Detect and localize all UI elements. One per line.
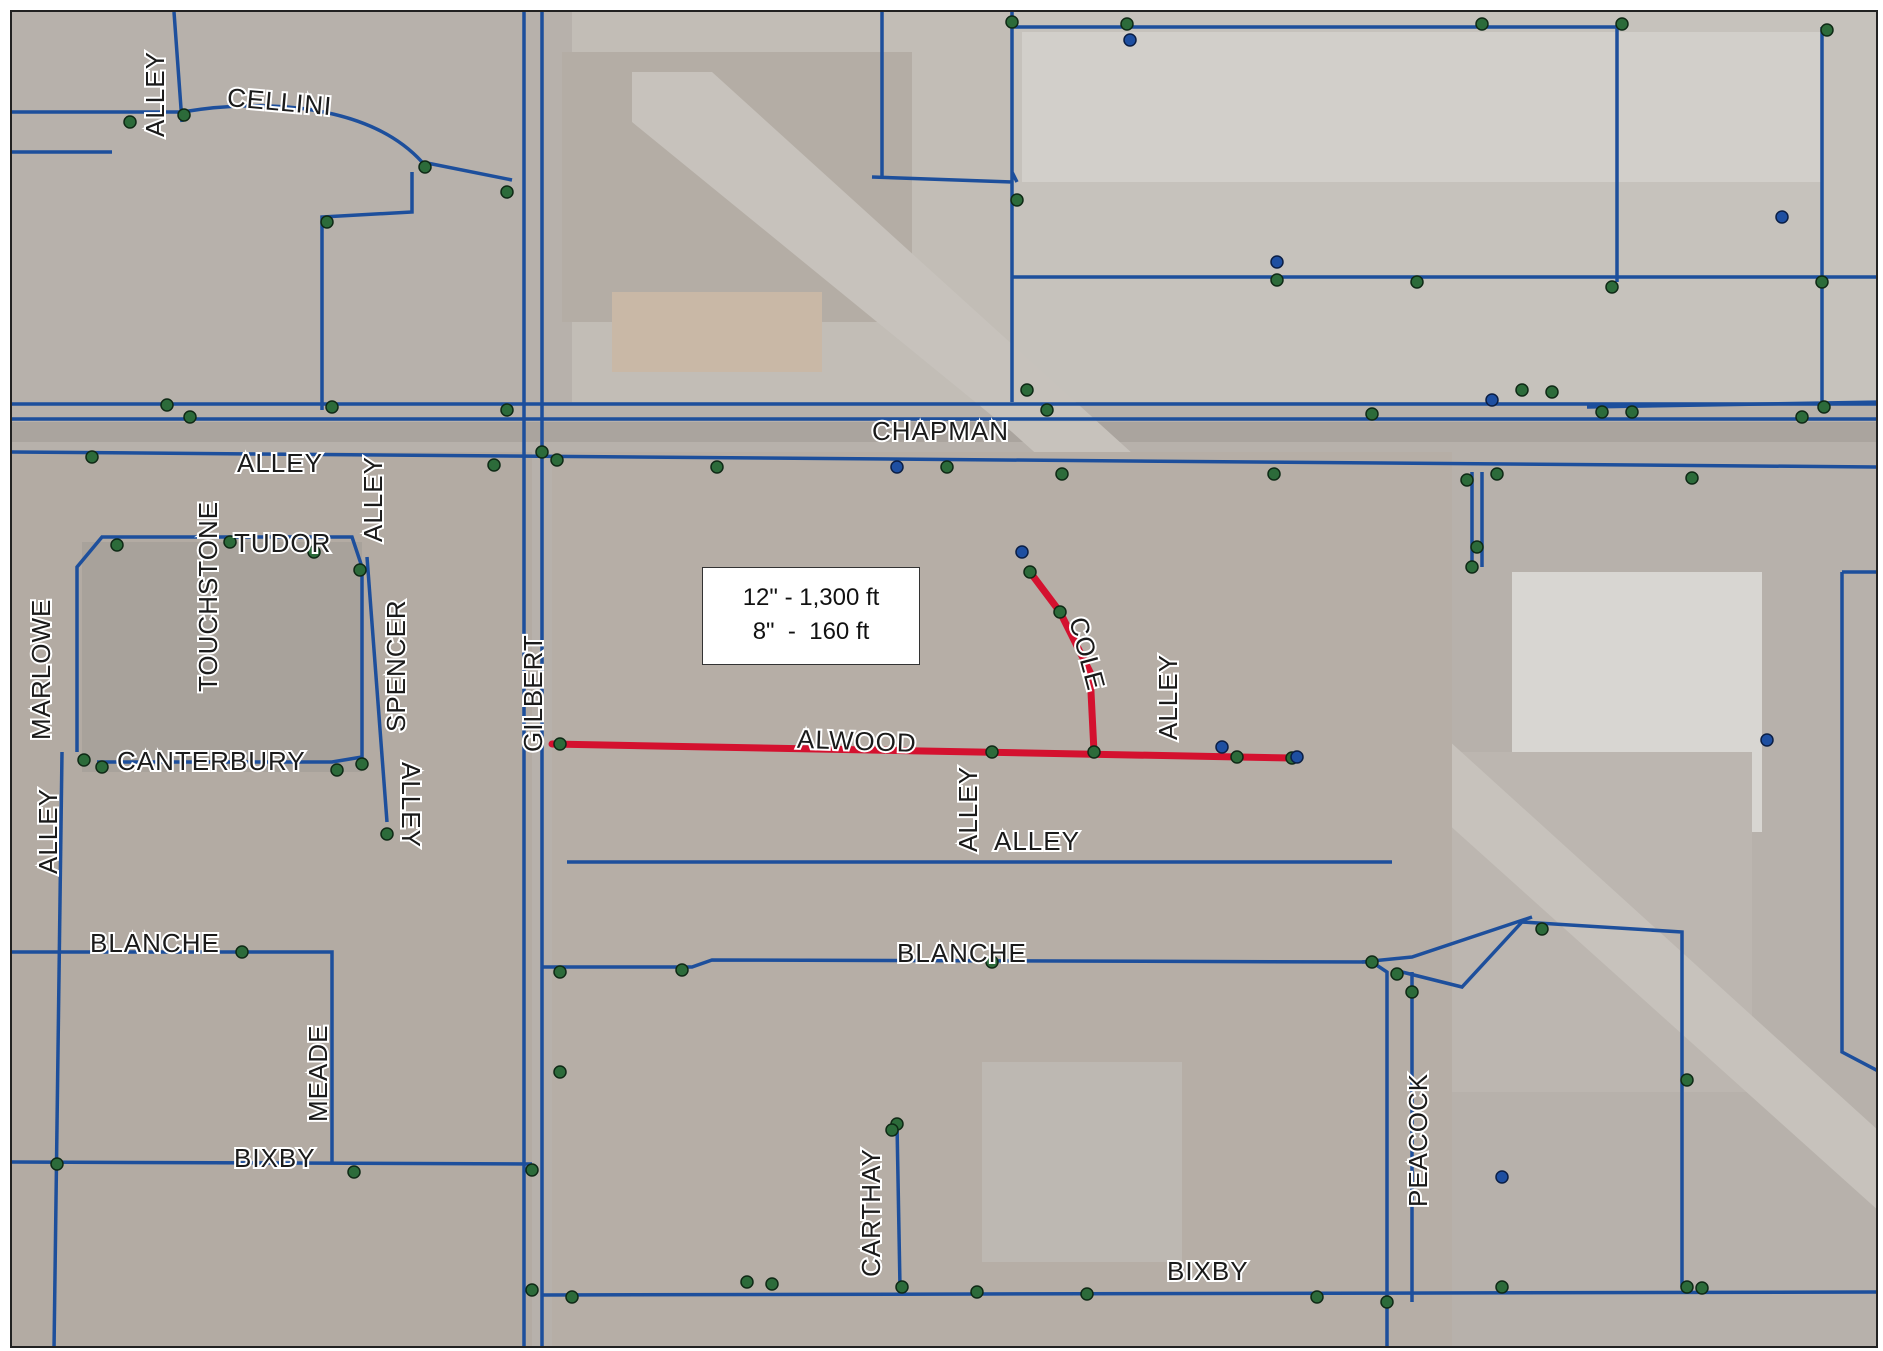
label-touchstone: TOUCHSTONE — [193, 501, 223, 692]
callout-line-12in: 12" - 1,300 ft — [742, 584, 880, 611]
main-west-alley — [52, 751, 64, 1346]
main-spencer-alley — [365, 556, 389, 823]
callout-line-8in: 8" - 160 ft — [752, 618, 870, 645]
label-marlowe: MARLOWE — [26, 599, 56, 740]
label-alley-vertical-mid: ALLEY — [953, 766, 983, 852]
main-north-grid — [871, 12, 1876, 409]
label-meade: MEADE — [303, 1025, 333, 1122]
label-blanche-west: BLANCHE — [90, 928, 220, 958]
label-carthay: CARTHAY — [856, 1148, 886, 1277]
proposed-alwood — [548, 740, 1296, 762]
label-alley-left: ALLEY — [33, 788, 63, 874]
main-east-diagonal — [1361, 915, 1684, 1287]
main-blanche — [12, 950, 1389, 1346]
proposed-main[interactable] — [548, 568, 1296, 762]
label-alley-chapman: ALLEY — [237, 448, 323, 478]
valve-nodes[interactable] — [50, 15, 1834, 1309]
label-blanche-east: BLANCHE — [897, 938, 1027, 968]
main-nw-alley — [12, 12, 184, 154]
water-main-network[interactable] — [12, 12, 1878, 1348]
main-carthay — [895, 1123, 902, 1288]
label-chapman: CHAPMAN — [872, 416, 1009, 446]
label-alwood: ALWOOD — [797, 724, 918, 758]
main-loop-tudor — [75, 535, 364, 764]
proposed-cole — [1026, 568, 1098, 756]
label-alley-spencer-top: ALLEY — [358, 456, 388, 542]
label-peacock: PEACOCK — [1403, 1073, 1433, 1207]
label-canterbury: CANTERBURY — [117, 746, 306, 776]
label-alley-mid: ALLEY — [994, 826, 1080, 856]
main-bixby-west — [12, 1160, 533, 1166]
water-system-map[interactable]: CELLINI ALLEY CHAPMAN ALLEY ALLEY TUDOR … — [12, 12, 1878, 1348]
main-alley-chapman — [12, 450, 1876, 469]
main-bixby-east — [541, 1290, 1876, 1297]
label-alley-top: ALLEY — [140, 51, 170, 137]
street-labels: CELLINI ALLEY CHAPMAN ALLEY ALLEY TUDOR … — [24, 49, 1435, 1288]
label-bixby-west: BIXBY — [234, 1143, 316, 1173]
label-alley-spencer-bottom: ALLEY — [396, 762, 426, 848]
pipe-length-callout: 12" - 1,300 ft 8" - 160 ft — [702, 567, 920, 665]
label-bixby-east: BIXBY — [1167, 1256, 1249, 1286]
main-east-edge — [1840, 570, 1876, 1072]
main-cellini — [12, 104, 513, 182]
hydrant-nodes[interactable] — [890, 33, 1789, 1184]
main-north-connector — [320, 172, 414, 410]
label-tudor: TUDOR — [234, 528, 331, 558]
label-spencer: SPENCER — [381, 599, 411, 732]
label-alley-cole: ALLEY — [1153, 654, 1183, 740]
label-gilbert: GILBERT — [518, 634, 548, 752]
map-frame[interactable]: CELLINI ALLEY CHAPMAN ALLEY ALLEY TUDOR … — [10, 10, 1878, 1348]
